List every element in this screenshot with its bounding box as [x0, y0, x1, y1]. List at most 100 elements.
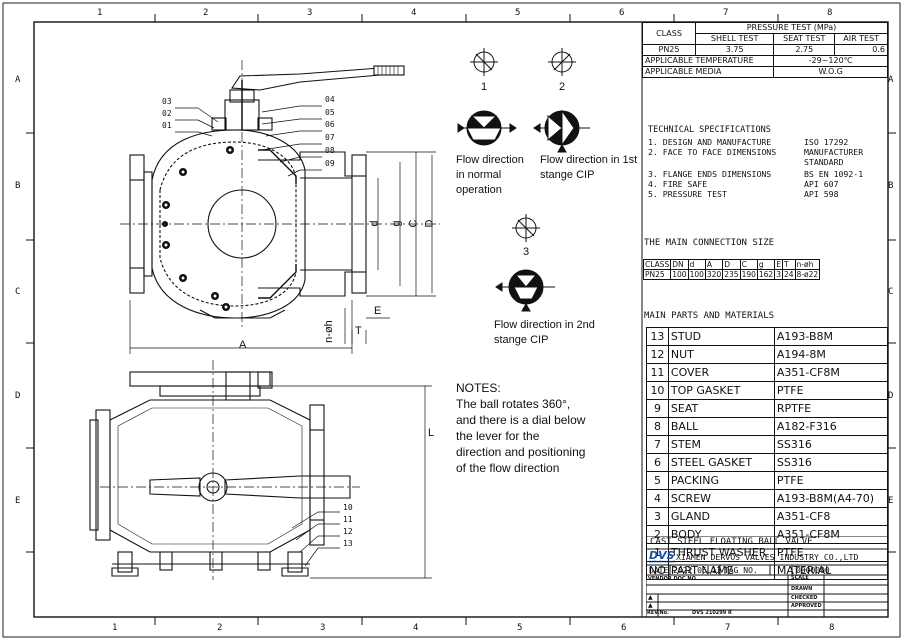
- zone-top-4: 4: [411, 8, 417, 18]
- zone-left-e: E: [15, 496, 21, 506]
- tech-spec-4-value: API 607: [804, 179, 839, 189]
- dim-L: L: [428, 427, 435, 439]
- pt-shell-label: SHELL TEST: [694, 33, 775, 45]
- cs-v-d: 100: [687, 269, 706, 280]
- parts-cell-material: A194-8M: [773, 345, 889, 364]
- zone-top-3: 3: [307, 8, 313, 18]
- dim-T: T: [355, 325, 362, 337]
- parts-cell-no: 9: [646, 399, 669, 418]
- cs-v-dn: 100: [670, 269, 689, 280]
- parts-cell-name: SCREW: [667, 489, 775, 508]
- cs-v-a: 320: [704, 269, 724, 280]
- tech-spec-4-label: 4. FIRE SAFE: [648, 179, 708, 189]
- pt-media-label: APPLICABLE MEDIA: [641, 66, 775, 78]
- parts-cell-no: 3: [646, 507, 669, 526]
- revision-mark-2: ▲: [648, 602, 653, 609]
- tech-spec-1-label: 1. DESIGN AND MANUFACTURE: [648, 137, 772, 147]
- callout-10: 10: [343, 503, 353, 512]
- parts-cell-name: TOP GASKET: [667, 381, 775, 400]
- cs-v-D: 235: [722, 269, 741, 280]
- title-company: XIAMEN DERVOS VALVES INDUSTRY CO.,LTD: [676, 552, 859, 562]
- connection-size-title: THE MAIN CONNECTION SIZE: [644, 238, 775, 248]
- parts-cell-material: SS316: [773, 453, 889, 472]
- zone-right-d: D: [888, 391, 894, 401]
- tech-spec-2b-value: STANDARD: [804, 157, 844, 167]
- zone-bottom-5: 5: [517, 623, 523, 633]
- flow-pos1-line1: Flow direction: [456, 154, 524, 166]
- tech-spec-5-label: 5. PRESSURE TEST: [648, 189, 727, 199]
- zone-bottom-3: 3: [320, 623, 326, 633]
- zone-bottom-8: 8: [829, 623, 835, 633]
- dim-E: E: [374, 305, 382, 317]
- cs-h-D: D: [722, 259, 741, 270]
- parts-cell-no: 5: [646, 471, 669, 490]
- valve-side-view: [89, 360, 432, 580]
- parts-title: MAIN PARTS AND MATERIALS: [644, 311, 775, 321]
- dim-A: A: [239, 339, 247, 351]
- parts-cell-material: A351-CF8M: [773, 363, 889, 382]
- dim-g: g: [390, 220, 403, 227]
- callout-08: 08: [325, 146, 335, 155]
- notes-line-1: The ball rotates 360°,: [456, 397, 571, 411]
- parts-cell-no: 8: [646, 417, 669, 436]
- dim-C: C: [407, 219, 420, 228]
- zone-top-7: 7: [723, 8, 729, 18]
- callout-03: 03: [162, 97, 172, 106]
- flow-pos3-num: 3: [523, 246, 530, 258]
- cs-v-class: PN25: [642, 269, 672, 280]
- flow-pos1-line3: operation: [456, 184, 502, 196]
- connection-size-value-row: PN25 100 100 320 235 190 162 3 24 8-ø22: [642, 269, 821, 280]
- zone-left-a: A: [15, 75, 21, 85]
- pt-media-value: W.O.G: [773, 66, 888, 78]
- notes-line-3: the lever for the: [456, 429, 540, 443]
- tech-spec-3-value: BS EN 1092-1: [804, 169, 864, 179]
- flow-ball-1: [457, 110, 517, 146]
- zone-left-d: D: [15, 391, 21, 401]
- zone-top-5: 5: [515, 8, 521, 18]
- parts-cell-name: SEAT: [667, 399, 775, 418]
- notes-line-5: of the flow direction: [456, 461, 560, 475]
- parts-cell-no: 12: [646, 345, 669, 364]
- flow-pos2-line1: Flow direction in 1st: [540, 154, 638, 166]
- parts-cell-no: 7: [646, 435, 669, 454]
- flow-pos3-line1: Flow direction in 2nd: [494, 319, 595, 331]
- cs-h-a: A: [704, 259, 724, 270]
- zone-right-b: B: [888, 181, 894, 191]
- zone-right-c: C: [888, 287, 894, 297]
- flow-ball-3: [495, 269, 555, 312]
- title-block: CAST STEEL FLOATING BALL VALVE DVS DERVO…: [646, 536, 888, 617]
- parts-cell-material: A193-B8M(A4-70): [773, 489, 889, 508]
- tech-spec-5-value: API 598: [804, 189, 839, 199]
- callout-04: 04: [325, 95, 335, 104]
- tech-spec-2-label: 2. FACE TO FACE DIMENSIONS: [648, 147, 777, 157]
- parts-cell-material: A193-B8M: [773, 327, 889, 346]
- cs-h-g: g: [756, 259, 776, 270]
- zone-bottom-7: 7: [725, 623, 731, 633]
- tech-spec-3-label: 3. FLANGE ENDS DIMENSIONS: [648, 169, 772, 179]
- zone-left-b: B: [15, 181, 21, 191]
- zone-top-1: 1: [97, 8, 103, 18]
- pt-temp-value: -29~120℃: [773, 55, 888, 67]
- dim-d: d: [368, 220, 381, 227]
- parts-cell-name: STEM: [667, 435, 775, 454]
- cs-h-dn: DN: [670, 259, 689, 270]
- zone-bottom-1: 1: [112, 623, 118, 633]
- zone-bottom-4: 4: [413, 623, 419, 633]
- title-approved-label: APPROVED: [791, 603, 822, 609]
- callout-07: 07: [325, 133, 335, 142]
- pt-air-value: 0.6: [834, 44, 888, 56]
- pt-class-value: PN25: [642, 44, 696, 56]
- pressure-test-table: CLASS PRESSURE TEST (MPa) SHELL TEST SEA…: [641, 22, 888, 78]
- cs-h-c: C: [739, 259, 758, 270]
- title-tag-label: TAG NO.: [724, 566, 758, 575]
- pt-title: PRESSURE TEST (MPa): [695, 22, 888, 34]
